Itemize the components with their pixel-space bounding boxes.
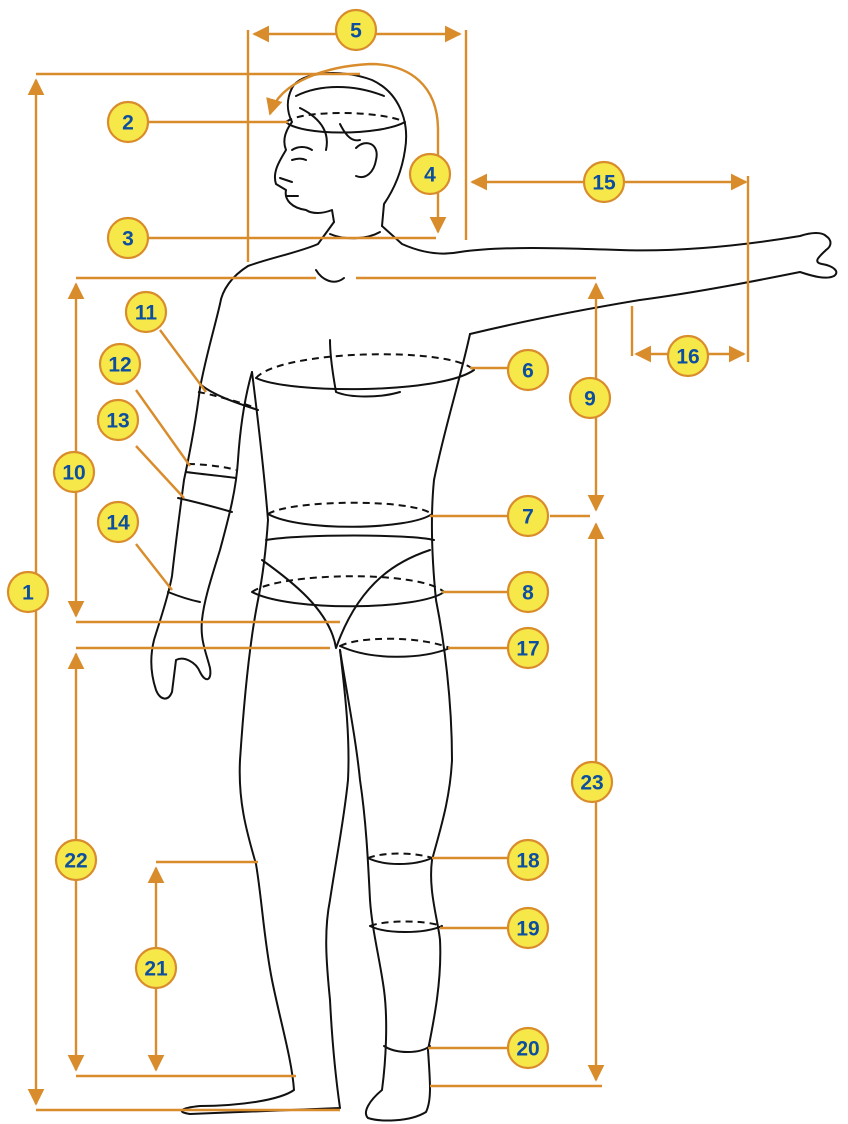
badge-17: 17 <box>508 628 548 668</box>
badge-13: 13 <box>98 400 138 440</box>
right-leg-outline <box>182 650 349 1114</box>
badge-18: 18 <box>508 840 548 880</box>
badge-label: 10 <box>62 462 85 485</box>
band-hip <box>252 576 444 606</box>
hair-outline <box>296 87 384 150</box>
badge-8: 8 <box>508 572 548 612</box>
band-calf <box>370 922 442 933</box>
badge-7: 7 <box>508 496 548 536</box>
badge-label: 6 <box>522 360 534 383</box>
badge-label: 17 <box>516 638 539 661</box>
badge-14: 14 <box>98 502 138 542</box>
band-upper-arm <box>198 384 258 410</box>
badge-12: 12 <box>100 344 140 384</box>
band-forearm <box>178 498 232 512</box>
line-1-height <box>36 74 360 1110</box>
hip-detail <box>262 550 430 648</box>
circumference-bands <box>168 113 474 1052</box>
badge-22: 22 <box>56 840 96 880</box>
badge-19: 19 <box>508 908 548 948</box>
badge-label: 3 <box>122 228 134 251</box>
badge-label: 2 <box>122 112 134 135</box>
badge-4: 4 <box>410 154 450 194</box>
badge-label: 18 <box>516 850 540 873</box>
badge-label: 7 <box>522 506 534 529</box>
badge-label: 15 <box>592 172 616 195</box>
human-figure-icon <box>151 73 836 1120</box>
badge-label: 5 <box>350 20 362 43</box>
badge-11: 11 <box>126 292 166 332</box>
badge-label: 1 <box>22 582 34 605</box>
band-chest <box>256 354 474 389</box>
leader-14 <box>136 544 172 590</box>
badge-label: 9 <box>584 388 596 411</box>
badge-label: 22 <box>64 850 87 873</box>
leader-11 <box>160 330 206 392</box>
badge-label: 16 <box>676 346 699 369</box>
badge-21: 21 <box>136 948 176 988</box>
badge-6: 6 <box>508 350 548 390</box>
badge-10: 10 <box>54 452 94 492</box>
badge-label: 21 <box>144 958 168 981</box>
right-arm-outline <box>151 304 252 699</box>
badge-23: 23 <box>572 762 612 802</box>
badge-16: 16 <box>668 336 708 376</box>
band-thigh <box>340 639 450 657</box>
band-elbow <box>186 464 236 478</box>
line-10 <box>76 278 340 622</box>
badge-3: 3 <box>108 218 148 258</box>
badge-20: 20 <box>508 1028 548 1068</box>
badge-2: 2 <box>108 102 148 142</box>
badge-label: 8 <box>522 582 534 605</box>
badge-label: 14 <box>106 512 130 535</box>
badge-1: 1 <box>8 572 48 612</box>
badge-9: 9 <box>570 378 610 418</box>
band-waist <box>266 503 434 540</box>
badge-label: 12 <box>108 354 131 377</box>
chest-detail <box>316 270 400 397</box>
badge-label: 23 <box>580 772 603 795</box>
torso-outline <box>240 334 470 760</box>
ear-outline <box>356 143 377 177</box>
badge-15: 15 <box>584 162 624 202</box>
band-wrist <box>168 592 200 602</box>
badge-label: 11 <box>135 302 158 325</box>
badge-label: 20 <box>516 1038 539 1061</box>
leader-13 <box>136 446 184 498</box>
badge-label: 13 <box>106 410 129 433</box>
band-knee <box>368 854 432 865</box>
badge-label: 4 <box>424 164 436 187</box>
band-head <box>286 113 405 133</box>
badge-label: 19 <box>516 918 539 941</box>
band-ankle <box>384 1046 430 1052</box>
badge-5: 5 <box>336 10 376 50</box>
